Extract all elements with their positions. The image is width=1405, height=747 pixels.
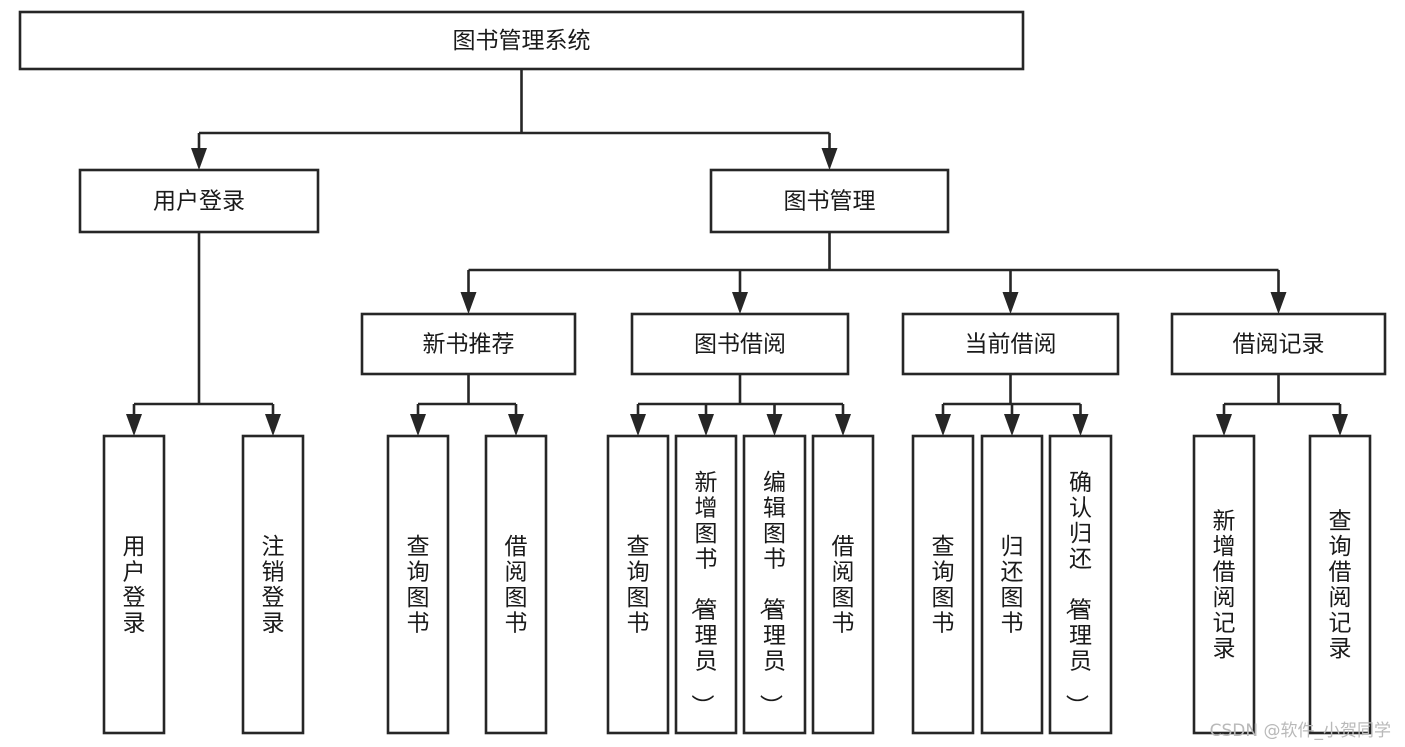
node-leaf-query-book-2[interactable]: 查询图书 bbox=[606, 434, 670, 735]
node-leaf-borrow-book-2[interactable]: 借阅图书 bbox=[811, 434, 875, 735]
node-book-borrow[interactable]: 图书借阅 bbox=[630, 312, 850, 376]
edge-arrowhead bbox=[191, 148, 207, 170]
node-box-leaf-logout[interactable] bbox=[241, 434, 305, 735]
node-box-leaf-return-book[interactable] bbox=[980, 434, 1044, 735]
node-label-current-borrow: 当前借阅 bbox=[965, 332, 1057, 358]
edge-group-root bbox=[191, 69, 838, 170]
node-label-leaf-user-login: 用户登录 bbox=[123, 534, 146, 637]
node-borrow-record[interactable]: 借阅记录 bbox=[1170, 312, 1387, 376]
edge-arrowhead bbox=[508, 414, 524, 436]
node-label-leaf-add-book: 新增图书（管理员） bbox=[689, 470, 718, 717]
node-box-leaf-query-record[interactable] bbox=[1308, 434, 1372, 735]
node-leaf-edit-book[interactable]: 编辑图书（管理员） bbox=[742, 434, 807, 735]
node-leaf-return-book[interactable]: 归还图书 bbox=[980, 434, 1044, 735]
node-leaf-query-book-1[interactable]: 查询图书 bbox=[386, 434, 450, 735]
node-label-leaf-add-record: 新增借阅记录 bbox=[1213, 508, 1236, 662]
edge-arrowhead bbox=[766, 414, 783, 436]
edge-arrowhead bbox=[821, 148, 838, 170]
node-label-leaf-confirm-return: 确认归还（管理员） bbox=[1063, 470, 1092, 717]
edge-arrowhead bbox=[1002, 292, 1019, 314]
node-leaf-borrow-book-1[interactable]: 借阅图书 bbox=[484, 434, 548, 735]
node-leaf-query-book-3[interactable]: 查询图书 bbox=[911, 434, 975, 735]
edge-arrowhead bbox=[935, 414, 951, 436]
node-book-manage[interactable]: 图书管理 bbox=[709, 168, 950, 234]
node-leaf-user-login[interactable]: 用户登录 bbox=[102, 434, 166, 735]
node-label-root: 图书管理系统 bbox=[453, 28, 591, 54]
edge-arrowhead bbox=[1072, 414, 1089, 436]
node-root[interactable]: 图书管理系统 bbox=[18, 10, 1025, 71]
node-box-leaf-confirm-return[interactable] bbox=[1048, 434, 1113, 735]
edge-group-new-book-recommend bbox=[410, 374, 524, 436]
node-label-leaf-query-book-2: 查询图书 bbox=[627, 534, 650, 637]
csdn-watermark: CSDN @软件_小贺同学 bbox=[1209, 721, 1391, 741]
edge-arrowhead bbox=[1004, 414, 1020, 436]
edge-arrowhead bbox=[460, 292, 477, 314]
node-label-book-borrow: 图书借阅 bbox=[694, 332, 786, 358]
node-box-leaf-add-record[interactable] bbox=[1192, 434, 1256, 735]
node-user-login[interactable]: 用户登录 bbox=[78, 168, 320, 234]
edge-group-book-manage bbox=[460, 232, 1287, 314]
node-box-new-book-recommend[interactable] bbox=[360, 312, 577, 376]
edge-arrowhead bbox=[1332, 414, 1348, 436]
node-label-leaf-query-record: 查询借阅记录 bbox=[1329, 508, 1352, 662]
node-label-leaf-query-book-3: 查询图书 bbox=[932, 534, 955, 637]
node-label-new-book-recommend: 新书推荐 bbox=[423, 332, 515, 358]
node-label-leaf-borrow-book-2: 借阅图书 bbox=[832, 534, 855, 637]
node-label-user-login: 用户登录 bbox=[153, 189, 245, 215]
edge-arrowhead bbox=[265, 414, 281, 436]
edge-group-borrow-record bbox=[1216, 374, 1348, 436]
node-box-book-manage[interactable] bbox=[709, 168, 950, 234]
edge-group-user-login bbox=[126, 232, 281, 436]
edge-arrowhead bbox=[630, 414, 646, 436]
node-box-leaf-borrow-book-2[interactable] bbox=[811, 434, 875, 735]
edge-arrowhead bbox=[410, 414, 426, 436]
node-box-leaf-user-login[interactable] bbox=[102, 434, 166, 735]
edge-arrowhead bbox=[835, 414, 851, 436]
node-current-borrow[interactable]: 当前借阅 bbox=[901, 312, 1120, 376]
node-leaf-query-record[interactable]: 查询借阅记录 bbox=[1308, 434, 1372, 735]
node-label-leaf-edit-book: 编辑图书（管理员） bbox=[757, 470, 786, 717]
node-box-leaf-edit-book[interactable] bbox=[742, 434, 807, 735]
edge-arrowhead bbox=[1270, 292, 1287, 314]
edge-arrowhead bbox=[126, 414, 142, 436]
node-new-book-recommend[interactable]: 新书推荐 bbox=[360, 312, 577, 376]
node-box-user-login[interactable] bbox=[78, 168, 320, 234]
node-label-leaf-borrow-book-1: 借阅图书 bbox=[505, 534, 528, 637]
node-box-leaf-add-book[interactable] bbox=[674, 434, 738, 735]
node-label-book-manage: 图书管理 bbox=[784, 189, 876, 215]
node-box-leaf-query-book-3[interactable] bbox=[911, 434, 975, 735]
node-leaf-add-book[interactable]: 新增图书（管理员） bbox=[674, 434, 738, 735]
edge-arrowhead bbox=[732, 292, 748, 314]
node-label-leaf-query-book-1: 查询图书 bbox=[407, 534, 430, 637]
edge-group-book-borrow bbox=[630, 374, 851, 436]
node-box-current-borrow[interactable] bbox=[901, 312, 1120, 376]
node-label-borrow-record: 借阅记录 bbox=[1233, 332, 1325, 358]
node-label-leaf-return-book: 归还图书 bbox=[1001, 534, 1024, 637]
node-leaf-confirm-return[interactable]: 确认归还（管理员） bbox=[1048, 434, 1113, 735]
node-leaf-logout[interactable]: 注销登录 bbox=[241, 434, 305, 735]
edge-arrowhead bbox=[698, 414, 714, 436]
node-layer: 图书管理系统用户登录图书管理新书推荐图书借阅当前借阅借阅记录用户登录注销登录查询… bbox=[18, 10, 1387, 735]
node-box-borrow-record[interactable] bbox=[1170, 312, 1387, 376]
node-label-leaf-logout: 注销登录 bbox=[262, 534, 285, 637]
node-box-leaf-borrow-book-1[interactable] bbox=[484, 434, 548, 735]
node-box-root[interactable] bbox=[18, 10, 1025, 71]
edge-group-current-borrow bbox=[935, 374, 1089, 436]
node-box-leaf-query-book-1[interactable] bbox=[386, 434, 450, 735]
connector-layer bbox=[126, 69, 1348, 436]
node-box-book-borrow[interactable] bbox=[630, 312, 850, 376]
node-leaf-add-record[interactable]: 新增借阅记录 bbox=[1192, 434, 1256, 735]
edge-arrowhead bbox=[1216, 414, 1232, 436]
node-box-leaf-query-book-2[interactable] bbox=[606, 434, 670, 735]
